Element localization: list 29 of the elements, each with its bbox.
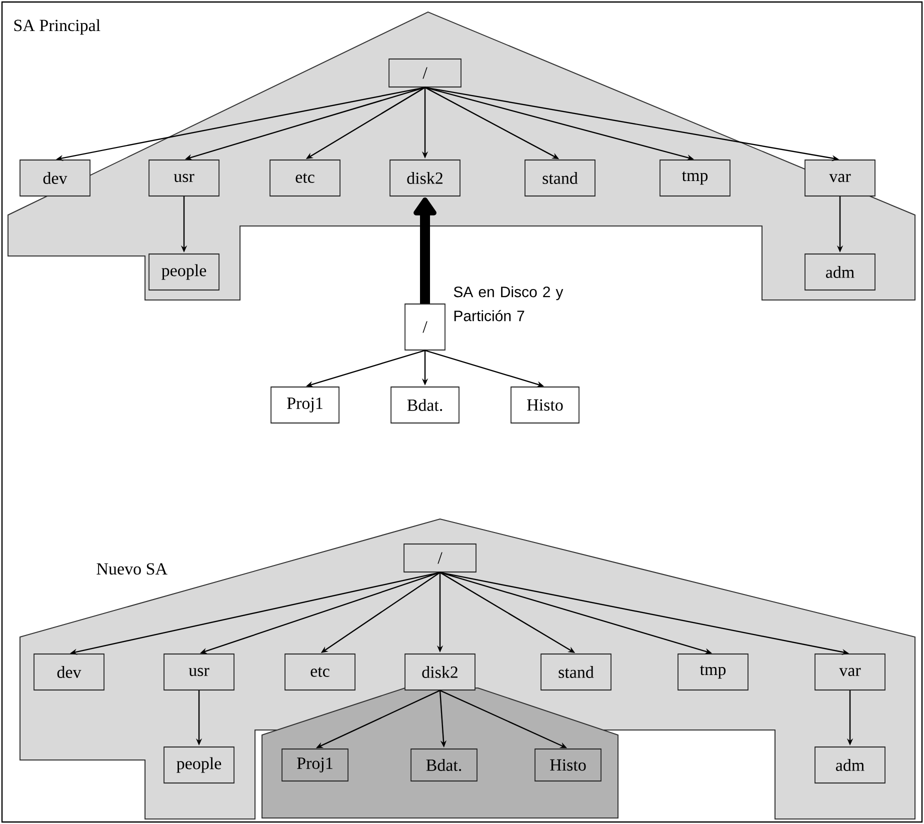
folder-box: people (148, 254, 220, 290)
arrow (414, 197, 436, 304)
folder-box: dev (20, 160, 90, 196)
folder-box: var (804, 160, 876, 196)
folder-box: / (388, 58, 462, 88)
folder-box: var (814, 654, 886, 690)
folder-box: Bdat. (390, 386, 460, 424)
folder-box: usr (164, 654, 234, 690)
folder-box: etc (270, 160, 340, 196)
folder-box: adm (804, 254, 876, 290)
folder-box: stand (540, 654, 612, 690)
folder-box: Histo (510, 386, 580, 424)
folder-box: etc (284, 654, 356, 690)
folder-box: / (404, 544, 476, 572)
folder-box: Proj1 (282, 748, 348, 782)
folder-box: people (164, 746, 234, 784)
folder-box: tmp (678, 654, 748, 690)
folder-box: disk2 (390, 160, 460, 196)
folder-box: adm (814, 746, 886, 784)
node-label: SA en Disco 2 y Partición 7 (454, 286, 564, 322)
folder-box: disk2 (404, 654, 476, 690)
folder-box: Histo (534, 748, 602, 782)
folder-box: dev (34, 654, 104, 690)
folder-box: tmp (660, 160, 730, 196)
folder-box: Proj1 (270, 386, 340, 424)
folder-box: Bdat. (410, 748, 478, 782)
folder-box: stand (524, 160, 596, 196)
folder-box: usr (148, 160, 220, 196)
folder-box: / (404, 304, 446, 350)
